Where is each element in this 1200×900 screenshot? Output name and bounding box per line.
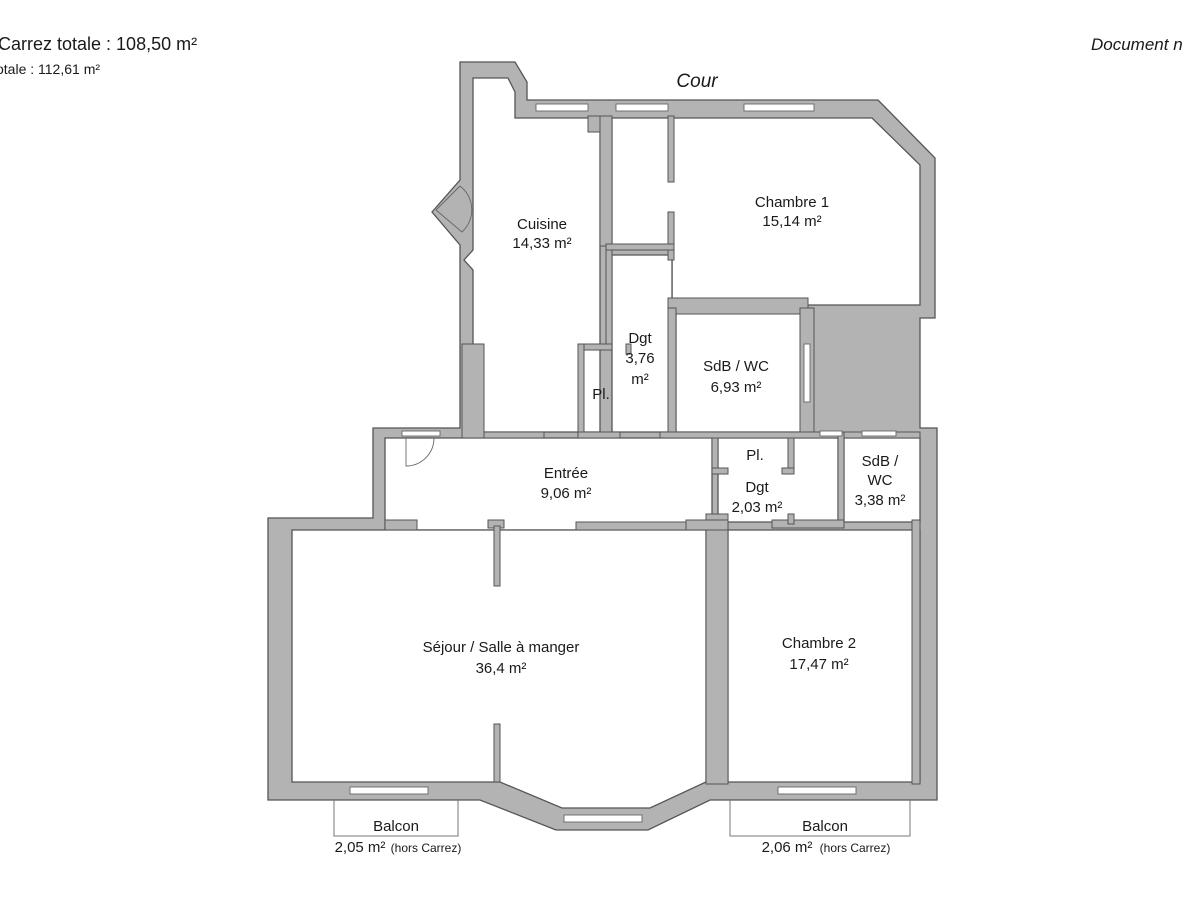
entrance-area [384, 437, 713, 531]
document-label: Document n [1091, 35, 1183, 54]
bedroom1-name: Chambre 1 [755, 194, 829, 211]
kitchen-area-label: 14,33 m² [512, 235, 571, 252]
corridor2-name: Dgt [745, 479, 769, 496]
balcony1-name: Balcon [373, 818, 419, 835]
doors [405, 185, 473, 467]
entrance-area-label: 9,06 m² [541, 485, 592, 502]
courtyard-label: Cour [676, 71, 718, 92]
corridor1-area-value: 3,76 [625, 350, 654, 367]
closet2-label: Pl. [746, 447, 764, 464]
kitchen-name: Cuisine [517, 216, 567, 233]
entrance-name: Entrée [544, 465, 588, 482]
balcony2-area-label: 2,06 m² [762, 839, 813, 856]
balcony1-area-label: 2,05 m² [335, 839, 386, 856]
living-room-area-label: 36,4 m² [476, 660, 527, 677]
bedroom1-area-label: 15,14 m² [762, 213, 821, 230]
balcony2-name: Balcon [802, 818, 848, 835]
surface-total: otale : 112,61 m² [0, 61, 101, 77]
bathroom2-area-label: 3,38 m² [855, 492, 906, 509]
balcony-outlines [333, 800, 911, 837]
bathroom1-area-label: 6,93 m² [711, 379, 762, 396]
closet1-label: Pl. [592, 386, 610, 403]
living-room-name: Séjour / Salle à manger [423, 639, 580, 656]
surface-carrez-total: Carrez totale : 108,50 m² [0, 34, 198, 54]
balcony1-note: (hors Carrez) [391, 841, 462, 855]
interior-partitions [384, 115, 921, 785]
bedroom2-name: Chambre 2 [782, 635, 856, 652]
bedroom2-area-label: 17,47 m² [789, 656, 848, 673]
windows [349, 103, 897, 823]
bathroom2-name-line2: WC [868, 472, 893, 489]
balcony2-note: (hors Carrez) [820, 841, 891, 855]
corridor1-name: Dgt [628, 330, 652, 347]
corridor1-area-unit: m² [631, 371, 649, 388]
bathroom2-name-line1: SdB / [862, 453, 900, 470]
corridor2-area-label: 2,03 m² [732, 499, 783, 516]
bathroom1-name: SdB / WC [703, 358, 769, 375]
